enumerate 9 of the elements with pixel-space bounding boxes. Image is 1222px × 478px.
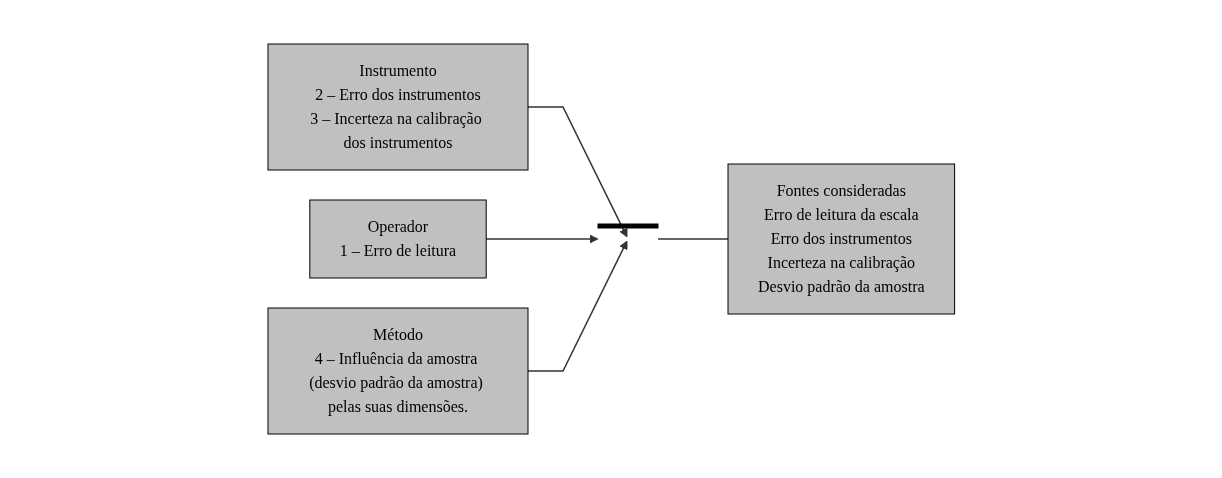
arrow [526, 240, 628, 372]
arrow [526, 106, 628, 238]
arrow [485, 234, 599, 244]
node-box: Método 4 – Influência da amostra (desvio padrão da amostra) pelas suas dimensões. [267, 307, 529, 435]
connector [656, 238, 729, 240]
node-bar [597, 223, 659, 229]
node-box: Fontes consideradas Erro de leitura da escala Erro dos instrumentos Incerteza na calibração Desvio padrão da amostra [727, 163, 955, 315]
node-box: Instrumento 2 – Erro dos instrumentos 3 – Incerteza na calibração dos instrumentos [267, 43, 529, 171]
node-box: Operador 1 – Erro de leitura [309, 199, 487, 279]
